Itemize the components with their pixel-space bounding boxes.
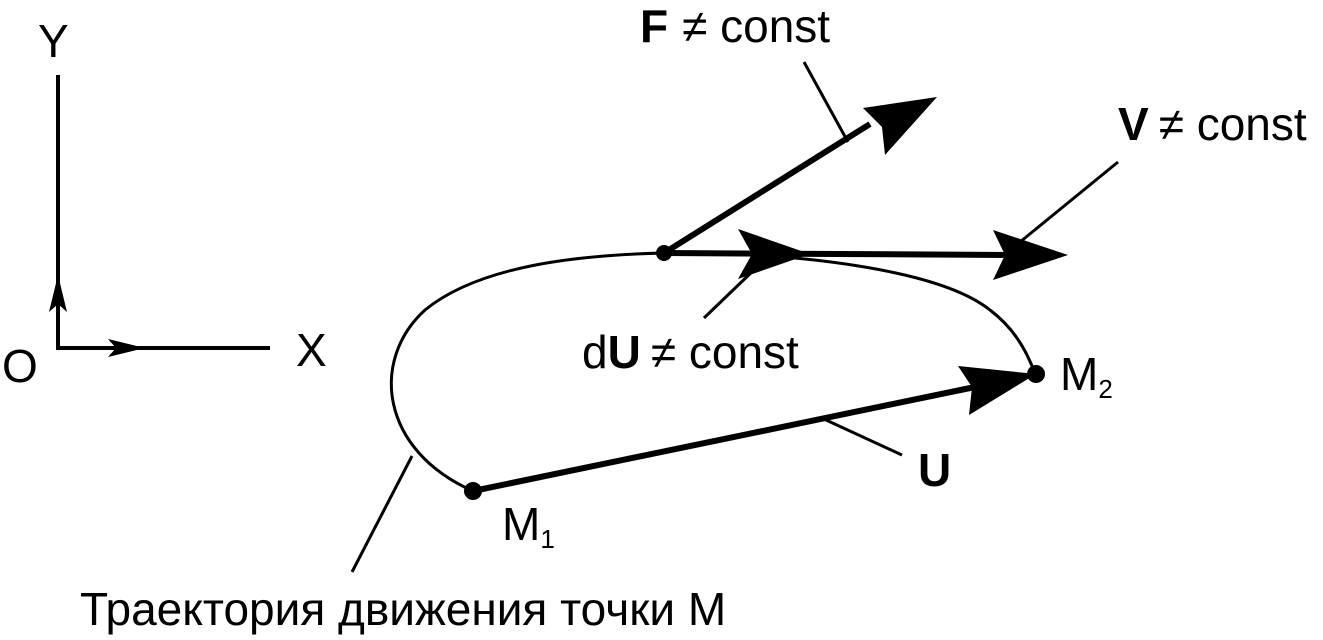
point-m2-index: 2 [1098, 374, 1112, 404]
trajectory-curve [389, 251, 1037, 493]
point-m2-marker [1027, 365, 1045, 383]
point-m2-label: M2 [1060, 348, 1113, 404]
displacement-differential-arrowhead [738, 229, 810, 279]
y-axis-label: Y [38, 15, 69, 67]
velocity-vector-arrowhead [993, 230, 1068, 280]
force-vector-line [662, 121, 872, 256]
velocity-relation: ≠ const [1159, 98, 1307, 150]
displacement-differential-label: dU≠ const [582, 326, 799, 378]
force-vector-arrowhead [863, 97, 937, 155]
displacement-differential-prefix: d [582, 326, 608, 378]
displacement-vector-line [472, 384, 976, 494]
trajectory-label: Траектория движения точки М [80, 583, 726, 635]
point-m1-marker [464, 482, 482, 500]
velocity-symbol: V [1118, 98, 1149, 150]
displacement-differential-symbol: U [608, 326, 641, 378]
point-start-marker [656, 245, 672, 261]
velocity-label: V≠ const [1118, 98, 1307, 150]
displacement-differential-relation: ≠ const [651, 326, 799, 378]
displacement-differential-leader [702, 266, 758, 320]
trajectory-label-leader [350, 455, 414, 573]
x-axis-arrowhead [108, 339, 145, 357]
point-m1-letter: M [502, 498, 540, 550]
point-m2-letter: M [1060, 348, 1098, 400]
velocity-label-leader [1019, 160, 1119, 244]
displacement-label: U [918, 444, 951, 496]
origin-label: O [2, 340, 38, 392]
point-m1-index: 1 [540, 524, 554, 554]
point-m1-label: M1 [502, 498, 555, 554]
force-label: F ≠ const [640, 0, 830, 52]
coordinate-axes [49, 75, 270, 357]
x-axis-label: X [296, 324, 327, 376]
force-relation: ≠ const [682, 0, 830, 52]
force-symbol: F [640, 0, 668, 52]
velocity-vector-line [663, 250, 1011, 258]
displacement-label-leader [825, 418, 903, 457]
y-axis-arrowhead [49, 275, 67, 312]
force-label-leader [802, 61, 850, 143]
displacement-vector-arrowhead [958, 366, 1036, 415]
